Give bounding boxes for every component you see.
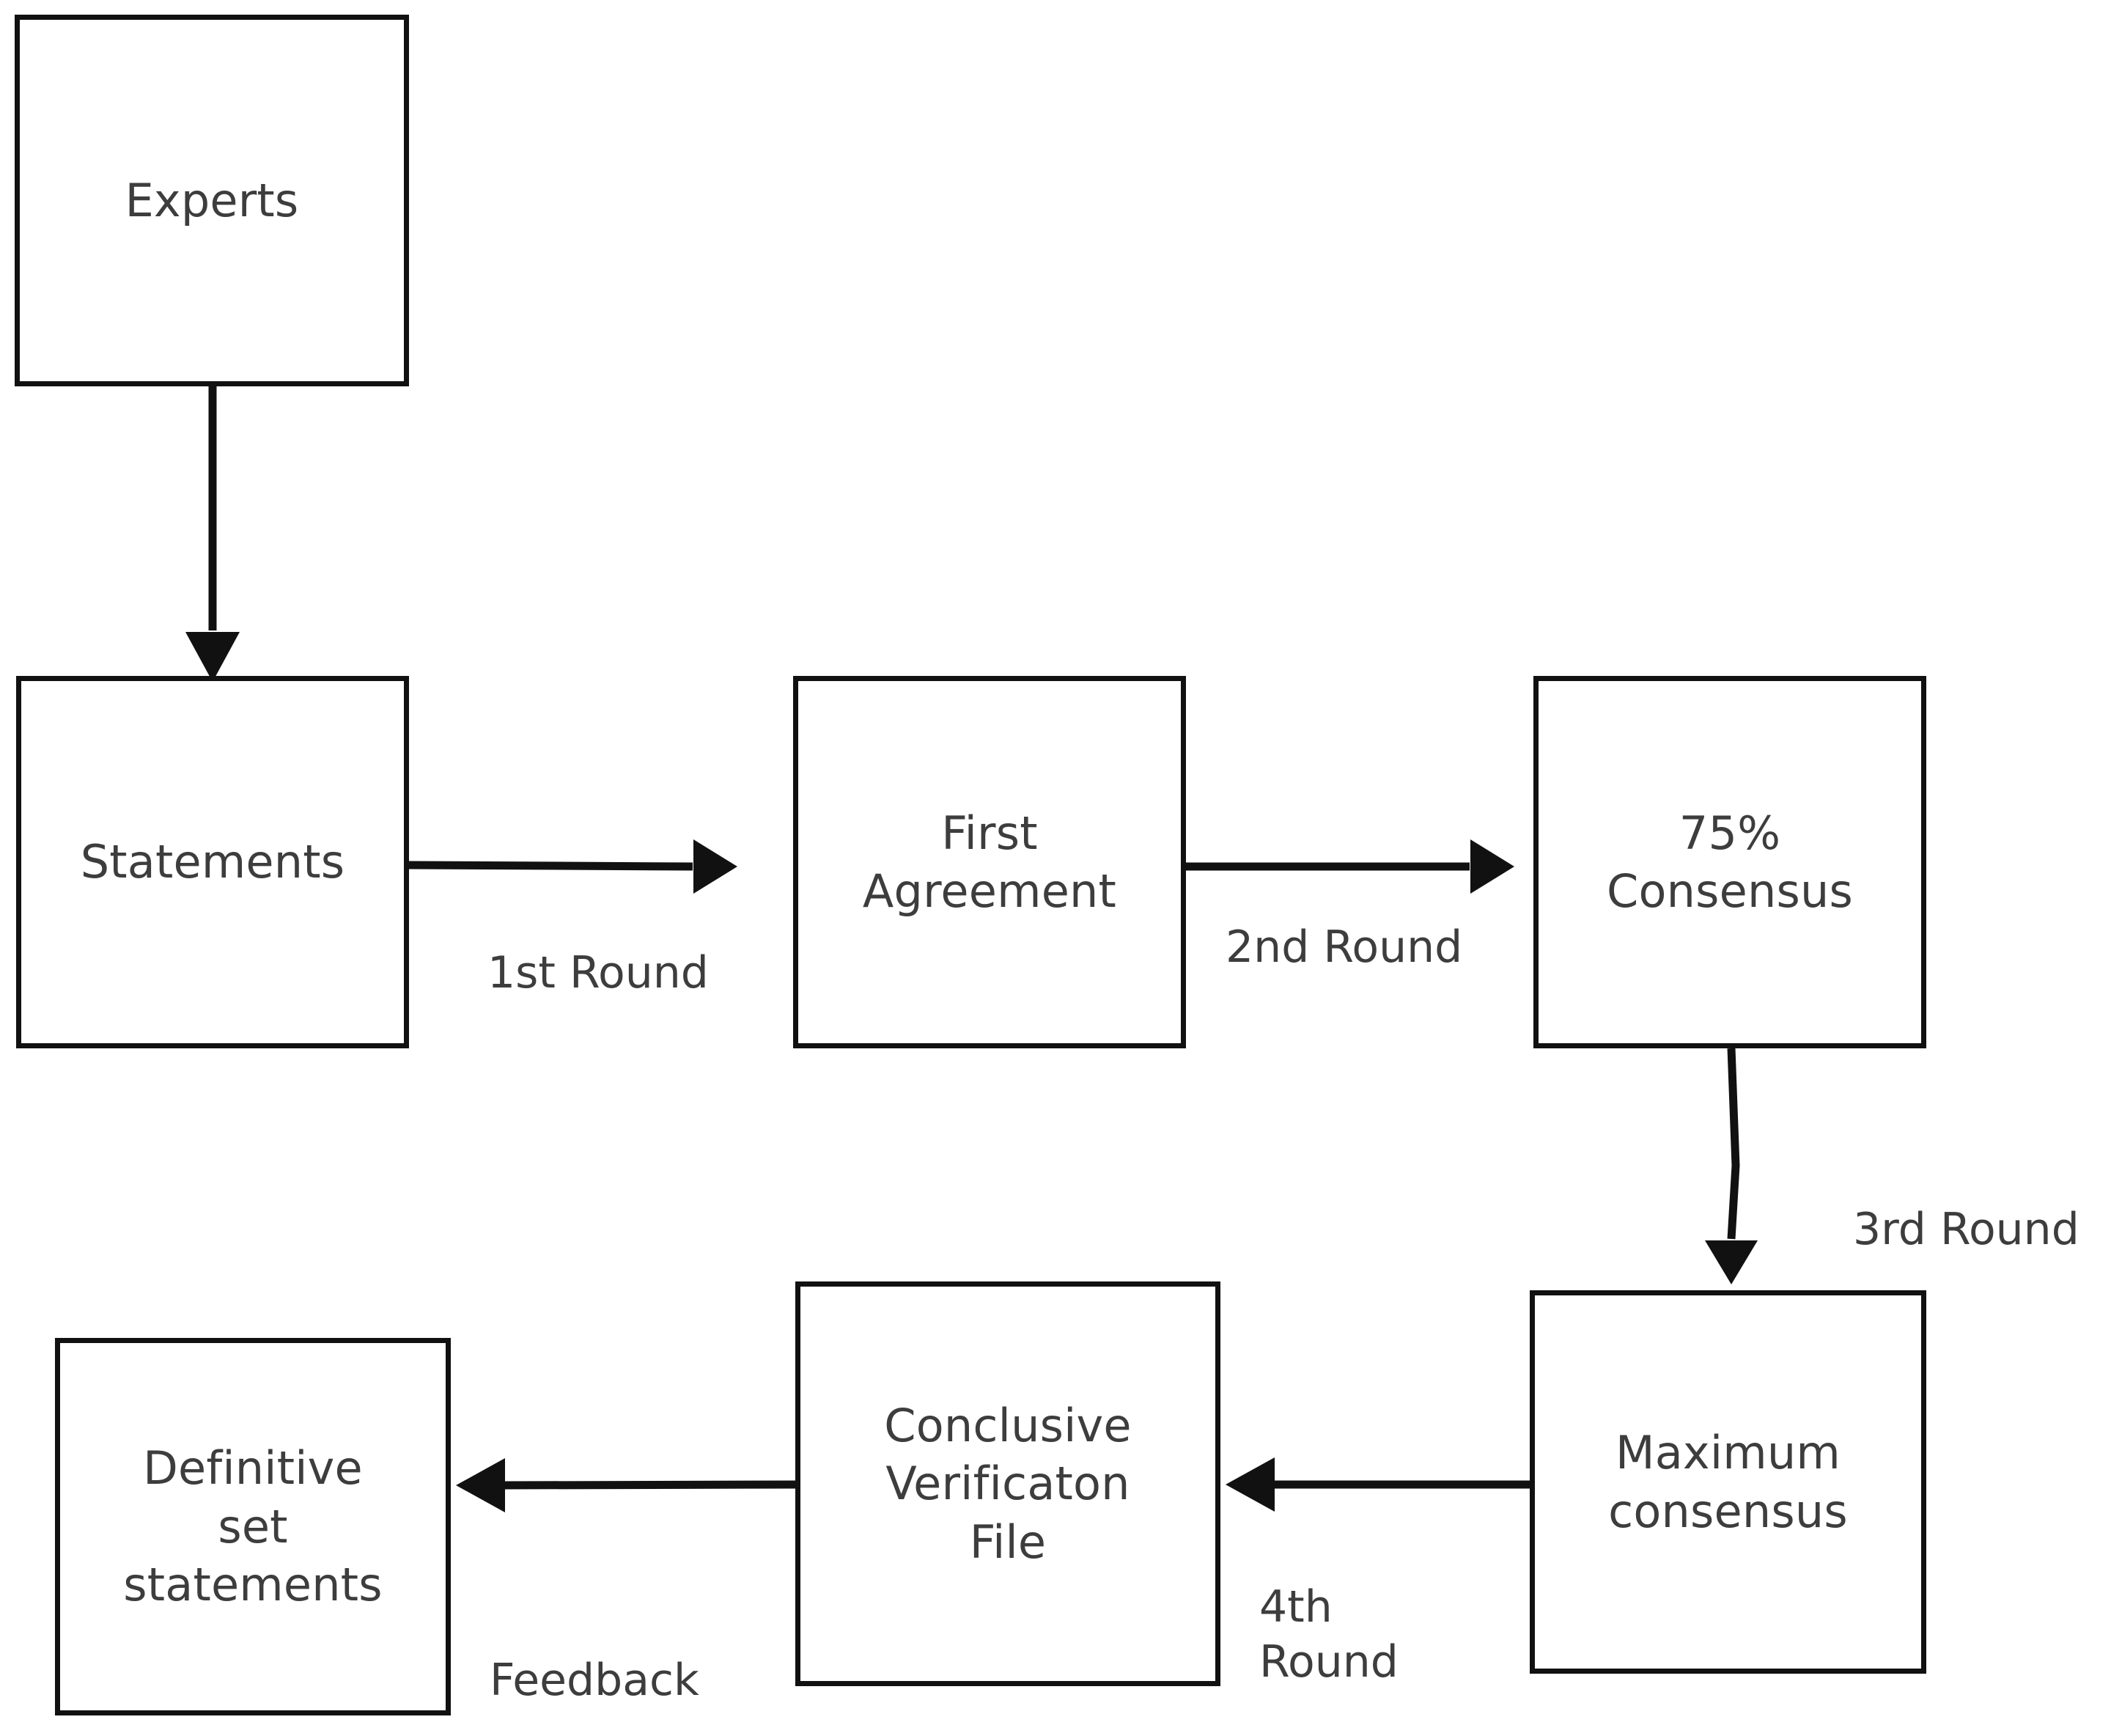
node-conclusive-verification-file-label: Conclusive Verificaton File — [884, 1398, 1132, 1569]
edge-label-4th-round: 4th Round — [1259, 1581, 1399, 1688]
edge-statements-to-first — [408, 839, 737, 894]
edge-label-3rd-round: 3rd Round — [1853, 1204, 2079, 1255]
node-first-agreement[interactable]: First Agreement — [793, 676, 1186, 1048]
edge-experts-to-statements — [185, 386, 240, 682]
node-maximum-consensus-label: Maximum consensus — [1608, 1426, 1848, 1538]
node-experts-label: Experts — [125, 173, 299, 227]
node-experts[interactable]: Experts — [15, 15, 409, 386]
edge-consensus-to-maximum — [1705, 1048, 1758, 1284]
node-statements-label: Statements — [80, 835, 345, 889]
edge-label-feedback: Feedback — [490, 1655, 699, 1706]
node-conclusive-verification-file[interactable]: Conclusive Verificaton File — [795, 1281, 1220, 1686]
edge-label-1st-round: 1st Round — [487, 947, 709, 998]
edge-first-to-consensus — [1186, 839, 1514, 894]
edge-label-2nd-round: 2nd Round — [1226, 922, 1463, 973]
node-maximum-consensus[interactable]: Maximum consensus — [1530, 1290, 1926, 1674]
node-first-agreement-label: First Agreement — [862, 806, 1117, 918]
edge-maximum-to-conclusive — [1226, 1457, 1530, 1512]
node-75-percent-consensus[interactable]: 75% Consensus — [1533, 676, 1926, 1048]
node-definitive-set-statements[interactable]: Definitive set statements — [55, 1338, 451, 1715]
node-statements[interactable]: Statements — [16, 676, 409, 1048]
edge-conclusive-to-definitive — [456, 1458, 796, 1512]
node-definitive-set-statements-label: Definitive set statements — [123, 1441, 383, 1612]
node-75-percent-consensus-label: 75% Consensus — [1607, 806, 1853, 918]
